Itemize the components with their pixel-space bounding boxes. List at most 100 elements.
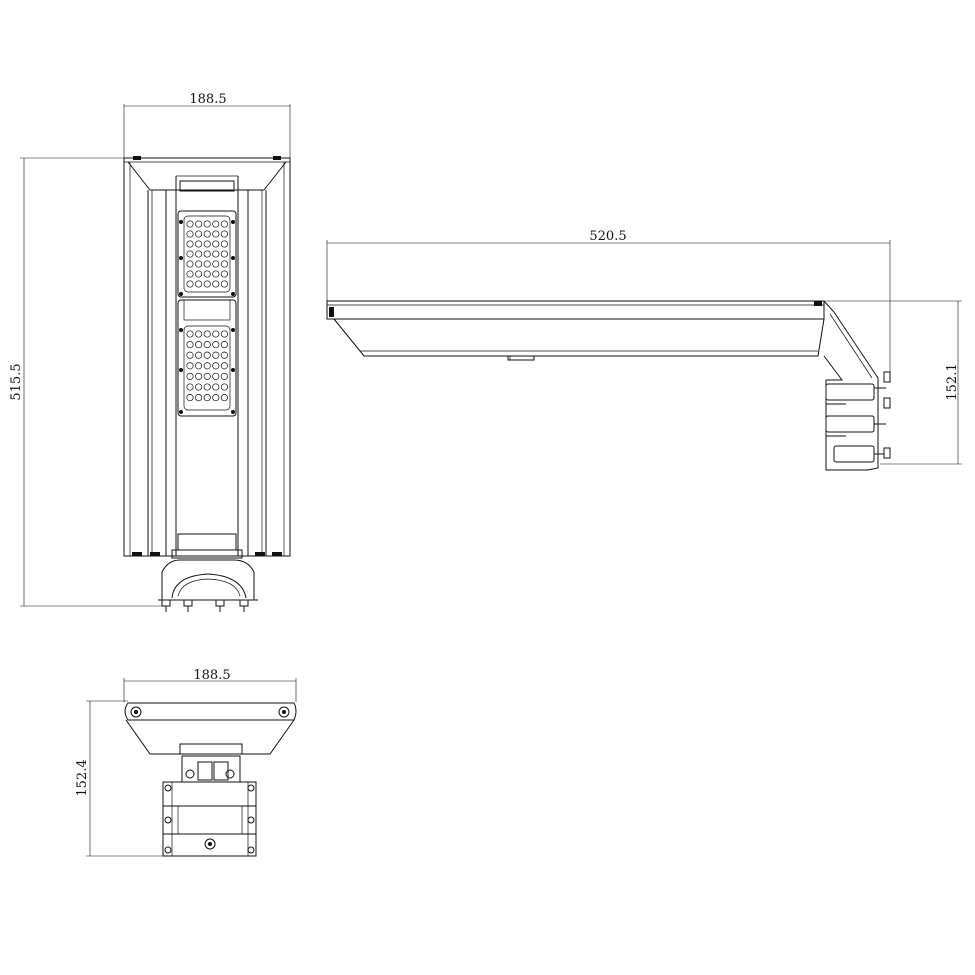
end-height-dimension: 152.4: [75, 700, 168, 857]
end-width-label: 188.5: [193, 668, 230, 683]
led-lens: [186, 362, 194, 370]
led-lens: [220, 250, 228, 258]
front-height-dimension: 515.5: [9, 157, 165, 607]
side-height-dimension: 152.1: [822, 300, 962, 465]
side-height-label: 152.1: [945, 363, 960, 400]
led-lens: [203, 230, 211, 238]
module-screw: [231, 328, 235, 332]
side-length-dimension: 520.5: [326, 229, 891, 374]
led-lens: [220, 220, 228, 228]
led-lens: [203, 250, 211, 258]
module-screw: [231, 220, 235, 224]
led-lens: [212, 270, 220, 278]
led-lens: [195, 372, 203, 380]
led-lens: [203, 240, 211, 248]
side-view: 520.5 152.1: [326, 229, 962, 471]
led-lens: [212, 330, 220, 338]
module-screw: [179, 256, 183, 260]
front-width-dimension: 188.5: [123, 92, 291, 158]
led-lens: [212, 230, 220, 238]
led-lens: [186, 280, 194, 288]
led-lens: [195, 270, 203, 278]
led-lens: [212, 260, 220, 268]
led-lens: [212, 280, 220, 288]
led-lens: [212, 220, 220, 228]
led-lens: [203, 362, 211, 370]
led-lens: [220, 394, 228, 402]
led-lens: [186, 240, 194, 248]
front-view: 188.5 515.5: [9, 92, 291, 612]
led-lens: [212, 362, 220, 370]
led-lens: [220, 270, 228, 278]
module-screw: [231, 256, 235, 260]
pole-mount-front: [158, 559, 258, 612]
led-lens: [195, 230, 203, 238]
led-lens: [220, 330, 228, 338]
led-lens: [212, 351, 220, 359]
led-lens: [195, 260, 203, 268]
module-screw: [231, 292, 235, 296]
led-lens: [220, 372, 228, 380]
pole-mount-end: [162, 755, 257, 857]
led-lens: [186, 330, 194, 338]
led-lens: [220, 280, 228, 288]
led-lens: [203, 383, 211, 391]
led-module-upper: [177, 210, 237, 298]
lamp-housing-front: [123, 156, 291, 559]
led-lens: [220, 341, 228, 349]
end-view: 188.5 152.4: [75, 668, 297, 857]
led-lens: [203, 280, 211, 288]
led-lens: [195, 330, 203, 338]
led-lens: [186, 220, 194, 228]
led-lens: [203, 260, 211, 268]
led-lens: [195, 240, 203, 248]
led-lens: [195, 383, 203, 391]
end-width-dimension: 188.5: [123, 668, 297, 702]
led-lens: [195, 351, 203, 359]
led-lens: [195, 250, 203, 258]
led-lens: [186, 230, 194, 238]
led-lens: [203, 372, 211, 380]
led-lens: [186, 383, 194, 391]
module-screw: [231, 368, 235, 372]
lamp-housing-side: [326, 300, 825, 361]
led-lens: [212, 250, 220, 258]
pole-bracket-side: [823, 300, 891, 471]
led-lens: [203, 330, 211, 338]
led-lens: [220, 383, 228, 391]
led-lens: [195, 280, 203, 288]
lamp-housing-end: [124, 702, 297, 755]
led-lens: [220, 240, 228, 248]
led-lens: [195, 394, 203, 402]
led-lens: [203, 351, 211, 359]
led-lens: [195, 220, 203, 228]
led-lens: [203, 270, 211, 278]
led-lens: [212, 372, 220, 380]
module-screw: [179, 220, 183, 224]
led-lens: [186, 394, 194, 402]
module-screw: [179, 368, 183, 372]
module-screw: [179, 410, 183, 414]
side-length-label: 520.5: [589, 229, 626, 244]
led-lens: [203, 394, 211, 402]
mount-bolts: [161, 599, 249, 612]
led-lens: [186, 341, 194, 349]
end-height-label: 152.4: [75, 759, 90, 796]
module-screw: [179, 328, 183, 332]
led-lens: [195, 341, 203, 349]
led-lens: [220, 362, 228, 370]
led-lens: [186, 250, 194, 258]
front-width-label: 188.5: [189, 92, 226, 107]
module-screw: [179, 292, 183, 296]
led-lens: [212, 383, 220, 391]
led-lens: [220, 351, 228, 359]
led-lens: [212, 341, 220, 349]
led-lens: [186, 260, 194, 268]
led-lens: [203, 220, 211, 228]
led-lens: [195, 362, 203, 370]
led-lens: [212, 394, 220, 402]
led-lens: [203, 341, 211, 349]
front-height-label: 515.5: [9, 363, 24, 400]
led-lens: [186, 372, 194, 380]
